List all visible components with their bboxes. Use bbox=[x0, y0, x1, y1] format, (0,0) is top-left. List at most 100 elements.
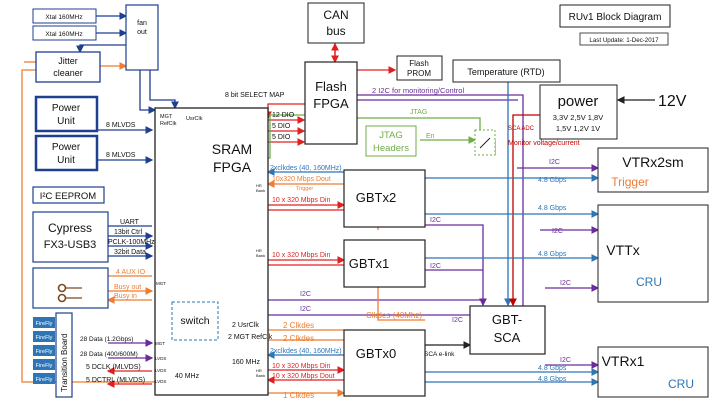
power-unit-1-label-2: Unit bbox=[57, 116, 75, 127]
i2c-label-8: I2C bbox=[560, 280, 571, 287]
power-rails-label-2: 1,5V 1,2V 1V bbox=[556, 124, 600, 133]
gbtx2-block: GBTx2 bbox=[343, 169, 426, 228]
clkdes40-label: Clkdes (40Mhz) bbox=[366, 311, 422, 320]
din-gbtx2-label: 10 x 320 Mbps Din bbox=[272, 197, 330, 204]
power-unit-2: Power Unit bbox=[34, 134, 99, 172]
i2c-label-2: I2C bbox=[300, 306, 311, 313]
lvds-label-1: LVDS bbox=[155, 356, 166, 361]
title-block: RUv1 Block Diagram Last Update: 1-Dec-20… bbox=[559, 4, 671, 46]
temperature-sensor-block: Temperature (RTD) bbox=[452, 59, 561, 83]
vtrx2sm-block: VTRx2sm Trigger bbox=[597, 147, 709, 193]
cypress-usb-block: Cypress FX3-USB3 bbox=[32, 211, 109, 263]
fanout-label-2: out bbox=[137, 29, 147, 36]
input-12v-label: 12V bbox=[658, 93, 687, 110]
gbps-label-4: 4.8 Gbps bbox=[538, 365, 567, 372]
hr-bank-label-3b: Bank bbox=[256, 373, 265, 378]
i2c-label-7: I2C bbox=[552, 228, 563, 235]
flash-prom-label-1: Flash bbox=[409, 59, 429, 68]
vtrx1-block: VTRx1 CRU bbox=[597, 346, 709, 398]
flash-prom-block: Flash PROM bbox=[396, 55, 443, 81]
dout-bottom-label: 10 x 320 Mbps Dout bbox=[272, 373, 335, 380]
gbtx1-block: GBTx1 bbox=[343, 239, 426, 288]
monitor-vc-label: Monitor voltage/current bbox=[508, 140, 580, 147]
i2c-label-1: I2C bbox=[300, 291, 311, 298]
mgt-bank-label-2: MGT bbox=[155, 341, 165, 346]
firefly-stack: FireFly FireFly FireFly FireFly FireFly bbox=[33, 317, 55, 384]
gbt-sca-block: GBT- SCA bbox=[469, 305, 546, 355]
hr-bank-label-3: HR bbox=[256, 368, 262, 373]
xtal-oscillator-2: Xtal 160MHz bbox=[32, 25, 97, 41]
sram-fpga-block: SRAM FPGA bbox=[154, 107, 269, 396]
i2c-label-9: I2C bbox=[560, 357, 571, 364]
din-bottom-label: 10 x 320 Mbps Din bbox=[272, 363, 330, 370]
mhz40-label: 40 MHz bbox=[175, 373, 200, 380]
cypress-label-1: Cypress bbox=[48, 221, 92, 235]
lvds-label-2: LVDS bbox=[155, 368, 166, 373]
power-unit-2-label-2: Unit bbox=[57, 155, 75, 166]
hr-bank-label-2: HR bbox=[256, 248, 262, 253]
jitter-cleaner-block: Jitter cleaner bbox=[35, 51, 101, 83]
ctrl13-label: 13bit Ctrl bbox=[114, 229, 142, 236]
connections bbox=[21, 12, 655, 397]
mgt-bank-label: MGT bbox=[156, 281, 166, 286]
clkdes2-label-1: 2 Clkdes bbox=[283, 321, 314, 330]
transition-board: Transition Board bbox=[55, 312, 73, 398]
firefly-label-2: FireFly bbox=[36, 335, 53, 341]
firefly-label-5: FireFly bbox=[36, 377, 53, 383]
power-rails-label-1: 3,3V 2,5V 1,8V bbox=[553, 113, 603, 122]
clk2x-bottom-label: 2xclkdes (40, 160MHz) bbox=[270, 348, 342, 355]
power-unit-1-label-1: Power bbox=[52, 103, 81, 114]
transition-board-label: Transition Board bbox=[60, 334, 69, 392]
data32-label: 32bit Data bbox=[114, 249, 146, 256]
xtal1-label: Xtal 160MHz bbox=[45, 14, 82, 21]
dio12-label: 12 DIO bbox=[272, 112, 295, 119]
xtal-oscillator-1: Xtal 160MHz bbox=[32, 8, 97, 24]
power-unit-2-label-1: Power bbox=[52, 142, 81, 153]
busy-in-label: Busy in bbox=[114, 293, 137, 300]
diagram-title: RUv1 Block Diagram bbox=[569, 12, 662, 23]
data28b-label: 28 Data (400/600M) bbox=[80, 351, 138, 358]
cypress-label-2: FX3-USB3 bbox=[44, 239, 97, 251]
gbps-label-5: 4.8 Gbps bbox=[538, 376, 567, 383]
jitter-label-1: Jitter bbox=[58, 56, 78, 66]
flash-prom-label-2: PROM bbox=[407, 69, 431, 78]
jtag-headers-label-1: JTAG bbox=[379, 130, 403, 141]
gbps-label-3: 4.8 Gbps bbox=[538, 251, 567, 258]
sram-fpga-label-1: SRAM bbox=[212, 141, 252, 157]
temperature-label: Temperature (RTD) bbox=[467, 67, 544, 77]
i2c-monitor-label: 2 I2C for monitoring/Control bbox=[372, 86, 464, 95]
sca-adc-label: SCA ADC bbox=[508, 126, 535, 132]
usrclk-label: UsrClk bbox=[186, 116, 203, 122]
can-label-1: CAN bbox=[323, 8, 348, 22]
line-labels: MGT RefClk UsrClk 8 bit SELECT MAP 12 DI… bbox=[80, 86, 580, 400]
mgt-refclk-label-2: RefClk bbox=[160, 121, 177, 127]
i2c-label-3: I2C bbox=[430, 217, 441, 224]
clkdes2-label-2: 2 Clkdes bbox=[283, 334, 314, 343]
i2c-label-4: I2C bbox=[430, 263, 441, 270]
i2c-eeprom-block: I²C EEPROM bbox=[32, 186, 105, 204]
gbtx2-label: GBTx2 bbox=[356, 190, 396, 205]
power-block: power 3,3V 2,5V 1,8V 1,5V 1,2V 1V bbox=[539, 84, 618, 140]
gbtx0-label: GBTx0 bbox=[356, 346, 396, 361]
vtrx2sm-trigger-label: Trigger bbox=[611, 175, 649, 189]
hr-bank-label-2b: Bank bbox=[256, 253, 265, 258]
jtag-switch-box bbox=[474, 129, 496, 156]
aux-io-connector bbox=[32, 267, 109, 309]
vttx-block: VTTx CRU bbox=[597, 204, 709, 303]
vtrx1-label: VTRx1 bbox=[602, 353, 645, 369]
sca-elink-label: SCA e-link bbox=[424, 351, 455, 358]
sram-fpga-label-2: FPGA bbox=[213, 159, 252, 175]
gbtx0-block: GBTx0 bbox=[343, 329, 426, 397]
gbtx1-label: GBTx1 bbox=[349, 256, 389, 271]
can-label-2: bus bbox=[326, 24, 345, 38]
gbps-label-2: 4.8 Gbps bbox=[538, 205, 567, 212]
clk2x-top-label: 2xclkdes (40, 160MHz) bbox=[270, 165, 342, 172]
en-label: En bbox=[426, 133, 435, 140]
switch-label: switch bbox=[180, 315, 209, 327]
flash-fpga-label-2: FPGA bbox=[313, 96, 349, 111]
switch-block: switch bbox=[171, 301, 219, 341]
xtal2-label: Xtal 160MHz bbox=[45, 31, 82, 38]
jtag-label: JTAG bbox=[410, 109, 427, 116]
